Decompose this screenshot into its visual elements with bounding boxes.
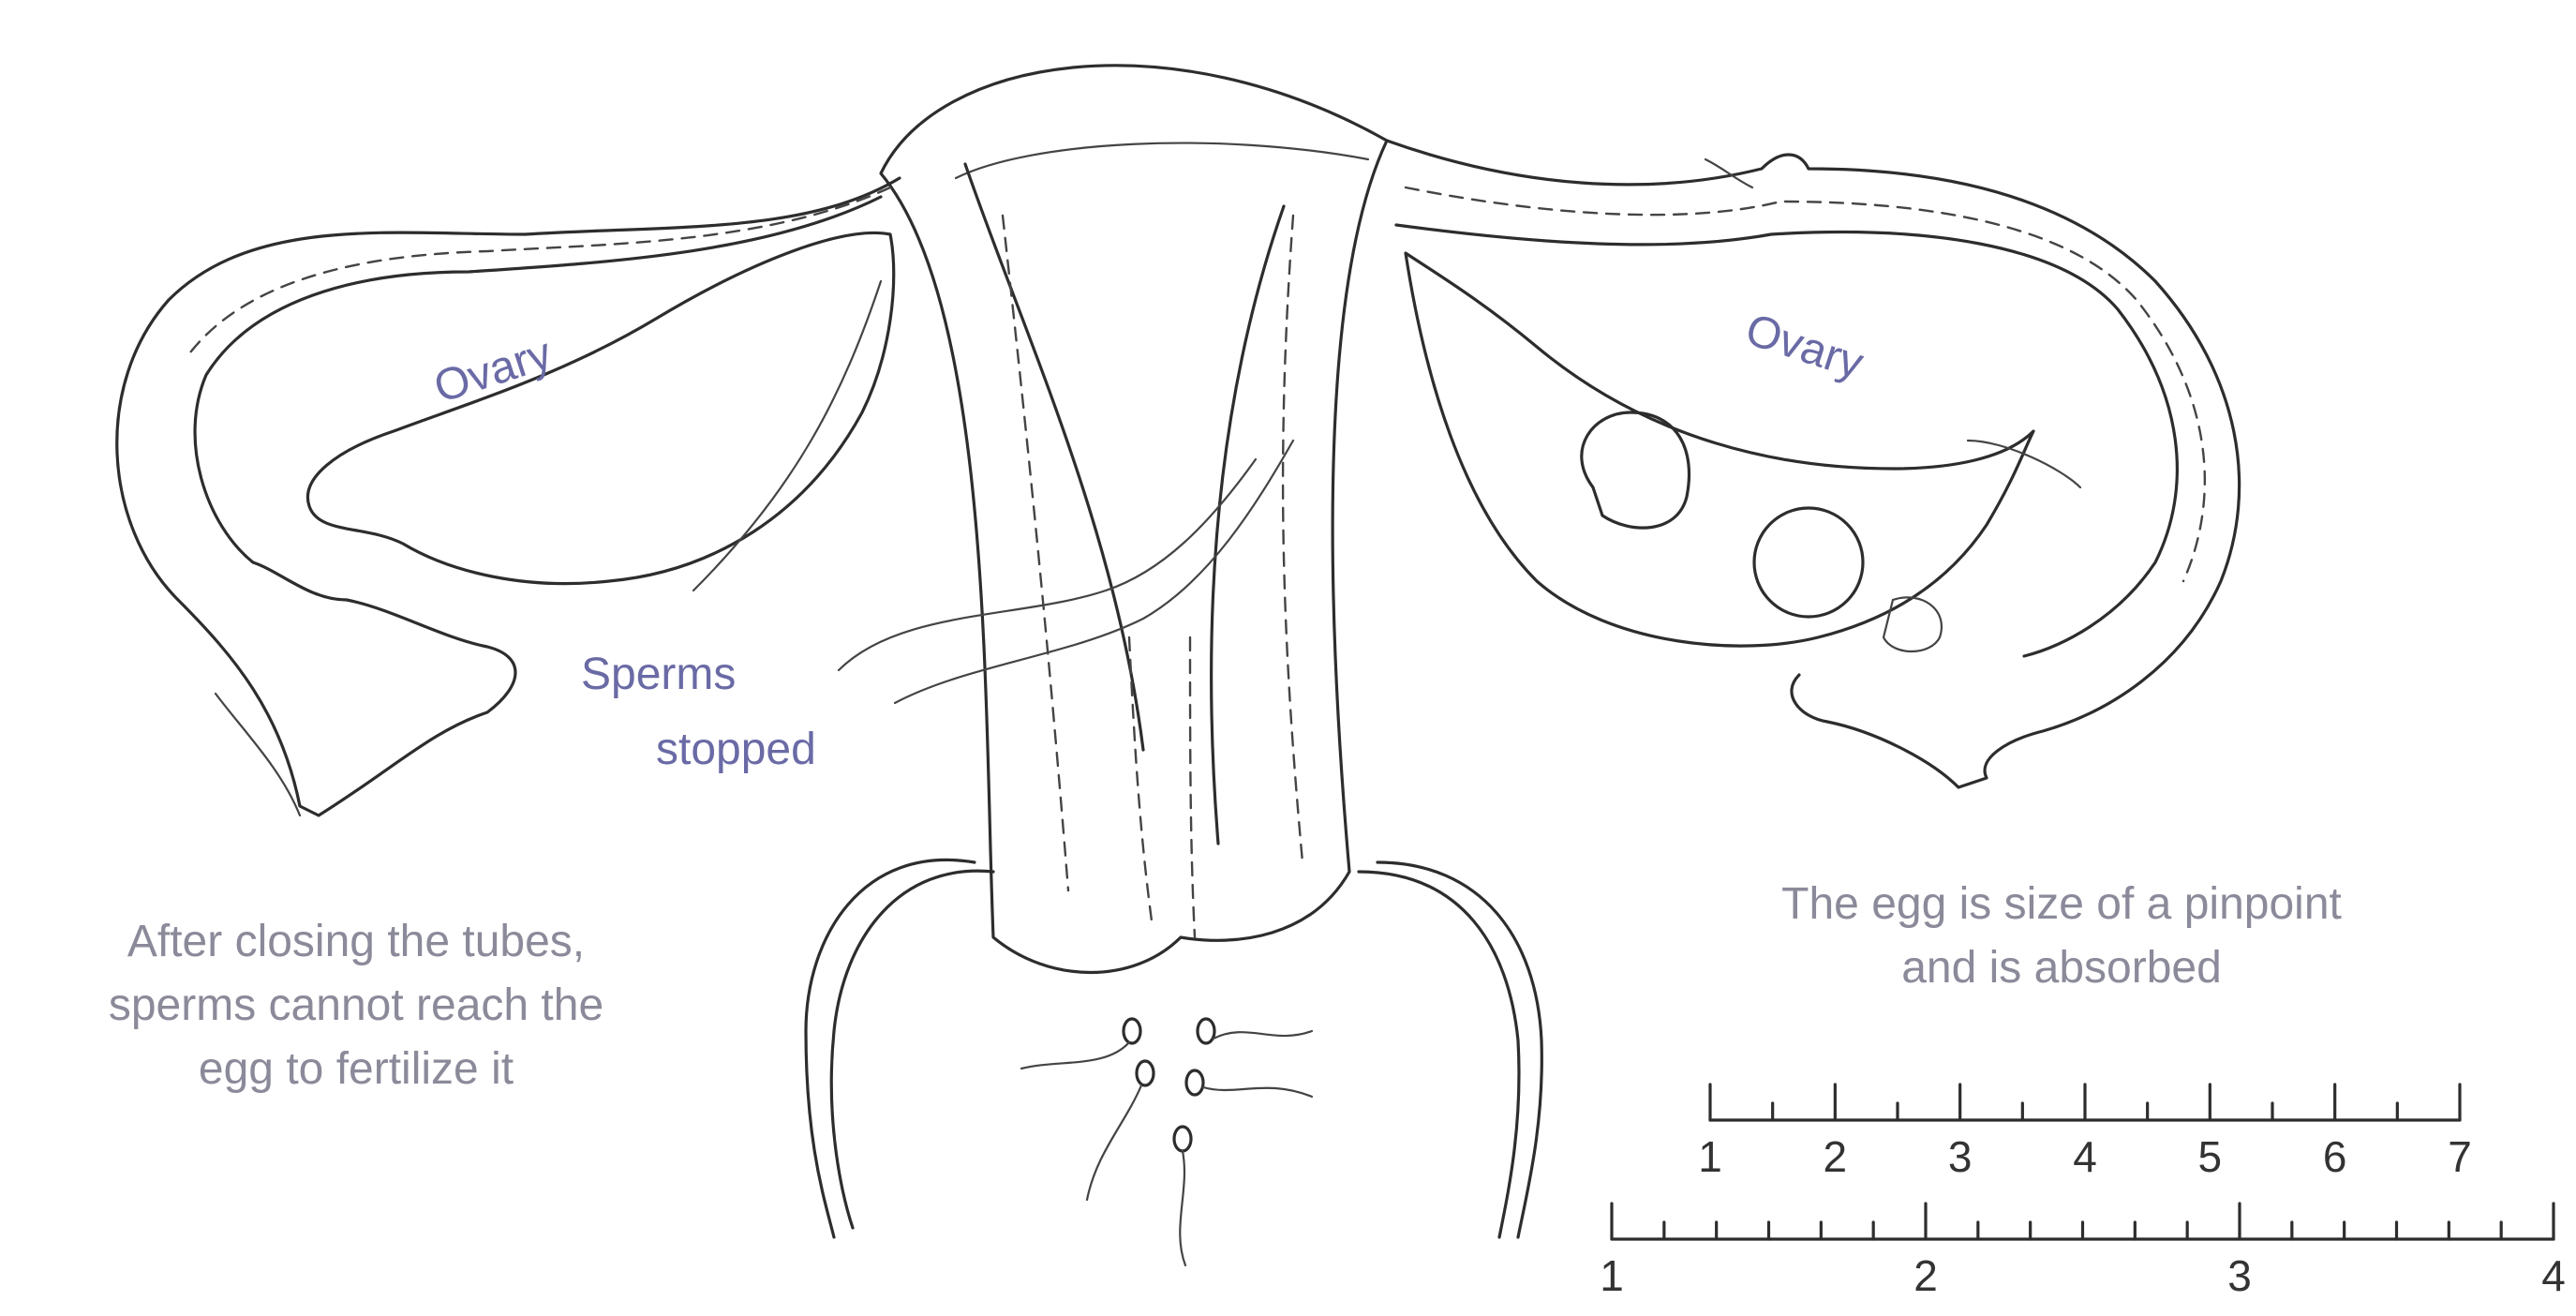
caption-right: The egg is size of a pinpoint and is abs… [1781, 879, 2342, 993]
scale-top-label: 4 [2073, 1132, 2097, 1181]
stopped-label: stopped [656, 725, 816, 774]
scale-top-label: 1 [1698, 1132, 1722, 1181]
scale-bottom: 1 2 3 4 [1600, 1204, 2566, 1300]
scale-top: 1 2 3 4 5 6 7 [1698, 1084, 2472, 1181]
scale-top-label: 5 [2198, 1132, 2223, 1181]
scale-top-label: 3 [1948, 1132, 1973, 1181]
sperms-label: Sperms [581, 650, 736, 699]
scale-bottom-label: 1 [1600, 1251, 1624, 1300]
uterus [881, 66, 1387, 973]
caption-right-line2: and is absorbed [1901, 943, 2222, 993]
caption-left-line2: sperms cannot reach the [109, 980, 603, 1030]
sperms-leader-lines [839, 441, 1293, 703]
right-ovary [1406, 253, 2080, 651]
left-ovary-label: Ovary [428, 328, 558, 412]
scale-top-label: 2 [1824, 1132, 1848, 1181]
vaginal-walls [806, 860, 1541, 1237]
left-ovary [307, 232, 893, 591]
caption-left-line3: egg to fertilize it [199, 1044, 514, 1094]
caption-right-line1: The egg is size of a pinpoint [1781, 879, 2342, 929]
right-ovary-label: Ovary [1740, 305, 1869, 389]
caption-left: After closing the tubes, sperms cannot r… [109, 917, 603, 1094]
scale-bottom-label: 3 [2227, 1251, 2252, 1300]
scale-bottom-label: 4 [2541, 1251, 2566, 1300]
caption-left-line1: After closing the tubes, [127, 917, 585, 966]
left-fallopian-tube [117, 178, 900, 815]
scale-top-label: 6 [2323, 1132, 2347, 1181]
sperm-cluster [1021, 1019, 1312, 1265]
scale-bottom-label: 2 [1913, 1251, 1938, 1300]
scale-top-label: 7 [2448, 1132, 2472, 1181]
